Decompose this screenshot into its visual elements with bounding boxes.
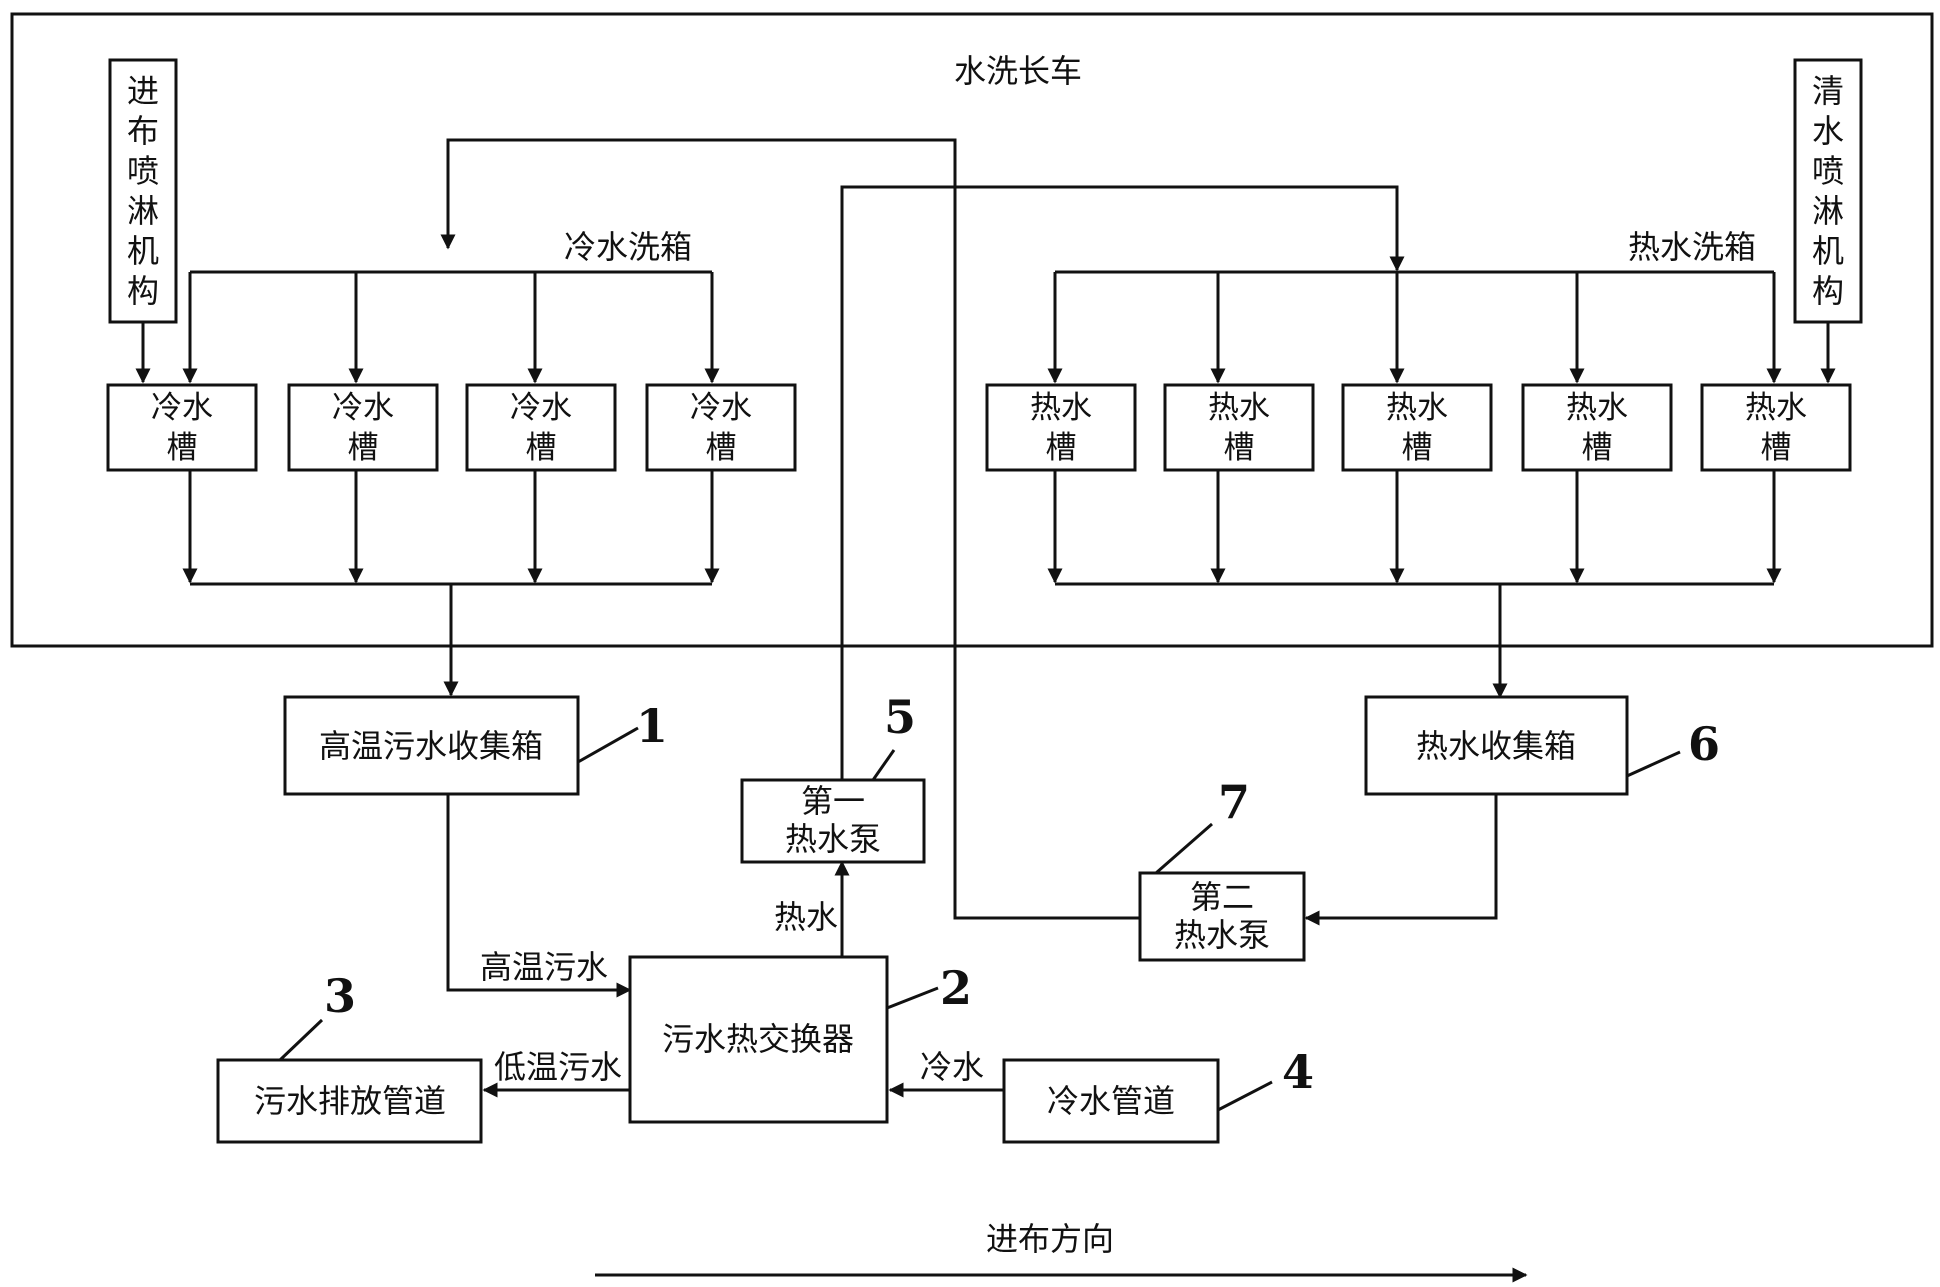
cold-tank-box xyxy=(465,383,617,472)
outlet-spray-box: 清水喷淋机构 xyxy=(1793,58,1863,324)
cold-tank-box xyxy=(645,383,797,472)
hot-group-label: 热水洗箱 xyxy=(1628,228,1756,266)
hot-tank-label-line2: 槽 xyxy=(1046,430,1077,466)
hot-tank-box xyxy=(985,383,1137,472)
leader-6 xyxy=(1626,750,1681,778)
cold-tank: 冷水槽 xyxy=(287,383,439,472)
inlet-spray-box: 进布喷淋机构 xyxy=(108,58,178,324)
inlet-spray-label: 进布喷淋机构 xyxy=(127,72,159,310)
heat-exchanger-label: 污水热交换器 xyxy=(662,1020,854,1058)
cold-supply-header xyxy=(182,270,720,384)
cold-pipe-box xyxy=(1002,1058,1220,1144)
hot-tank-label-line1: 热水 xyxy=(1208,390,1270,426)
hot-tank: 热水槽 xyxy=(985,383,1137,472)
cold-tank-label-line1: 冷水 xyxy=(151,390,213,426)
pump2-box xyxy=(1138,871,1306,962)
leader-5 xyxy=(871,749,896,781)
direction-label: 进布方向 xyxy=(986,1220,1114,1258)
cold-water-label: 冷水 xyxy=(920,1048,984,1086)
heat-exchanger-box xyxy=(628,955,889,1124)
leader-1 xyxy=(577,726,639,764)
number-7: 7 xyxy=(1218,775,1250,829)
cold-tank-label-line1: 冷水 xyxy=(690,390,752,426)
discharge-pipe-box xyxy=(216,1058,483,1144)
washer-title: 水洗长车 xyxy=(954,52,1082,90)
discharge-pipe-label: 污水排放管道 xyxy=(254,1082,446,1120)
cold-group-label: 冷水洗箱 xyxy=(564,228,692,266)
pump1-label-line1: 第一 xyxy=(801,782,865,820)
hot-tank-label-line1: 热水 xyxy=(1030,390,1092,426)
number-6: 6 xyxy=(1688,717,1720,771)
cold-pipe-label: 冷水管道 xyxy=(1047,1082,1175,1120)
leader-4 xyxy=(1217,1080,1273,1112)
high-temp-sewage-line xyxy=(446,794,632,998)
cold-tank-box xyxy=(106,383,258,472)
hot-tank-box xyxy=(1700,383,1852,472)
hot-tank-box xyxy=(1341,383,1493,472)
sewage-collector-label: 高温污水收集箱 xyxy=(319,727,543,765)
hot-collector-label: 热水收集箱 xyxy=(1416,727,1576,765)
cold-tank-label-line2: 槽 xyxy=(526,430,557,466)
pump2-return-line xyxy=(440,138,1140,920)
hot-tank: 热水槽 xyxy=(1521,383,1673,472)
hot-tank-label-line2: 槽 xyxy=(1582,430,1613,466)
hot-tank-label-line2: 槽 xyxy=(1402,430,1433,466)
cold-drain-manifold xyxy=(182,470,720,697)
hot-tank-box xyxy=(1521,383,1673,472)
cold-tank: 冷水槽 xyxy=(645,383,797,472)
hot-water-label: 热水 xyxy=(774,898,838,936)
pump1-label-line2: 热水泵 xyxy=(785,820,881,858)
cold-tank: 冷水槽 xyxy=(465,383,617,472)
cold-tank-label-line1: 冷水 xyxy=(332,390,394,426)
hot-tank-box xyxy=(1163,383,1315,472)
cold-tank-box xyxy=(287,383,439,472)
cold-tank-label-line2: 槽 xyxy=(348,430,379,466)
outlet-spray-label: 清水喷淋机构 xyxy=(1812,72,1844,310)
number-1: 1 xyxy=(636,699,668,753)
washer-frame xyxy=(10,12,1934,648)
hot-collector-to-pump2-line xyxy=(1304,794,1498,926)
pump1-box xyxy=(740,778,926,864)
pump1-supply-line xyxy=(840,185,1405,780)
cold-tank-label-line2: 槽 xyxy=(706,430,737,466)
hot-tank: 热水槽 xyxy=(1341,383,1493,472)
number-2: 2 xyxy=(940,961,972,1015)
cold-tank-label-line2: 槽 xyxy=(167,430,198,466)
leader-2 xyxy=(886,986,939,1010)
hot-tank-label-line2: 槽 xyxy=(1224,430,1255,466)
hot-tank-label-line2: 槽 xyxy=(1761,430,1792,466)
hot-tank-label-line1: 热水 xyxy=(1386,390,1448,426)
cold-tank: 冷水槽 xyxy=(106,383,258,472)
hot-tank: 热水槽 xyxy=(1700,383,1852,472)
pump2-label-line1: 第二 xyxy=(1190,878,1254,916)
hot-tank-label-line1: 热水 xyxy=(1745,390,1807,426)
high-temp-sewage-label: 高温污水 xyxy=(480,948,608,986)
number-5: 5 xyxy=(884,690,916,744)
cold-tank-label-line1: 冷水 xyxy=(510,390,572,426)
number-3: 3 xyxy=(324,969,356,1023)
sewage-collector-box xyxy=(283,695,580,796)
number-4: 4 xyxy=(1282,1045,1314,1099)
pump2-label-line2: 热水泵 xyxy=(1174,916,1270,954)
hot-tank-label-line1: 热水 xyxy=(1566,390,1628,426)
leader-7 xyxy=(1155,822,1213,875)
hot-tank: 热水槽 xyxy=(1163,383,1315,472)
leader-3 xyxy=(278,1018,324,1062)
hot-supply-header xyxy=(1047,270,1782,384)
hot-drain-manifold xyxy=(1047,470,1782,699)
low-temp-sewage-label: 低温污水 xyxy=(494,1048,622,1086)
